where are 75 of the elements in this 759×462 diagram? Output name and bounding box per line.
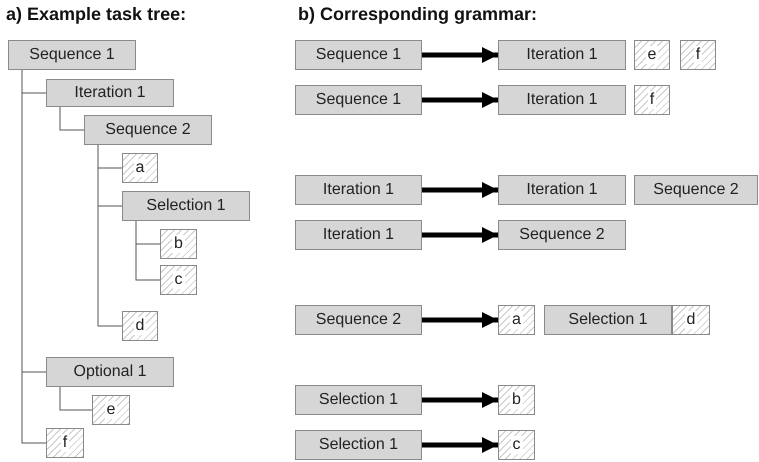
nonterminal-box — [295, 85, 422, 115]
nonterminal-box — [498, 220, 626, 250]
arrow — [422, 437, 498, 453]
node-label: f — [694, 46, 702, 64]
node-label: f — [648, 91, 656, 109]
nonterminal-box — [46, 79, 174, 107]
arrow — [422, 92, 498, 108]
node-label: e — [104, 401, 118, 419]
nonterminal-box — [634, 175, 758, 205]
node-label: Sequence 1 — [28, 46, 116, 64]
terminal-box — [498, 430, 535, 460]
nonterminal-box — [295, 220, 422, 250]
node-label: c — [172, 271, 184, 289]
terminal-box — [160, 229, 197, 259]
node-label: Selection 1 — [145, 197, 227, 215]
arrow — [422, 392, 498, 408]
terminal-box — [46, 428, 84, 458]
nonterminal-box — [295, 430, 422, 460]
tree-connector — [136, 220, 160, 280]
node-label: d — [684, 311, 698, 329]
panel-heading: a) Example task tree: — [6, 4, 186, 25]
node-label: e — [646, 46, 658, 64]
node-label: d — [134, 317, 146, 335]
node-label: f — [60, 434, 70, 452]
node-label: Sequence 1 — [314, 91, 402, 109]
node-label: Selection 1 — [318, 436, 400, 454]
tree-connector — [98, 144, 122, 326]
node-label: c — [510, 436, 522, 454]
terminal-box — [498, 385, 535, 415]
node-label: a — [134, 159, 146, 177]
terminal-box — [672, 305, 710, 335]
terminal-box — [498, 305, 535, 335]
node-label: Optional 1 — [72, 363, 148, 381]
node-label: Sequence 2 — [314, 311, 402, 329]
terminal-box — [160, 265, 197, 295]
terminal-box — [122, 311, 158, 341]
nonterminal-box — [122, 191, 250, 221]
nonterminal-box — [8, 40, 136, 70]
nonterminal-box — [295, 385, 422, 415]
arrow — [422, 47, 498, 63]
node-label: Sequence 2 — [518, 226, 606, 244]
node-label: a — [510, 311, 523, 329]
node-label: Sequence 2 — [104, 121, 192, 139]
nonterminal-box — [295, 40, 422, 70]
node-label: Iteration 1 — [525, 46, 599, 64]
nonterminal-box — [498, 85, 626, 115]
node-label: Iteration 1 — [525, 181, 599, 199]
tree-connector — [60, 106, 84, 130]
terminal-box — [634, 40, 670, 70]
node-label: Sequence 2 — [652, 181, 740, 199]
node-label: Selection 1 — [318, 391, 400, 409]
arrow — [422, 227, 498, 243]
node-label: Iteration 1 — [322, 226, 396, 244]
nonterminal-box — [295, 305, 422, 335]
node-label: b — [510, 391, 523, 409]
terminal-box — [680, 40, 716, 70]
nonterminal-box — [46, 357, 174, 387]
nonterminal-box — [295, 175, 422, 205]
terminal-box — [122, 153, 158, 183]
node-label: Selection 1 — [567, 311, 649, 329]
nonterminal-box — [544, 305, 672, 335]
nonterminal-box — [84, 115, 212, 145]
arrow — [422, 182, 498, 198]
tree-connector — [60, 386, 92, 410]
node-label: Sequence 1 — [314, 46, 402, 64]
panel-heading: b) Corresponding grammar: — [298, 4, 538, 25]
node-label: Iteration 1 — [322, 181, 396, 199]
terminal-box — [634, 85, 670, 115]
nonterminal-box — [498, 175, 626, 205]
node-label: b — [172, 235, 185, 253]
nonterminal-box — [498, 40, 626, 70]
node-label: Iteration 1 — [525, 91, 599, 109]
terminal-box — [92, 395, 130, 425]
arrow — [422, 312, 498, 328]
node-label: Iteration 1 — [73, 84, 147, 102]
